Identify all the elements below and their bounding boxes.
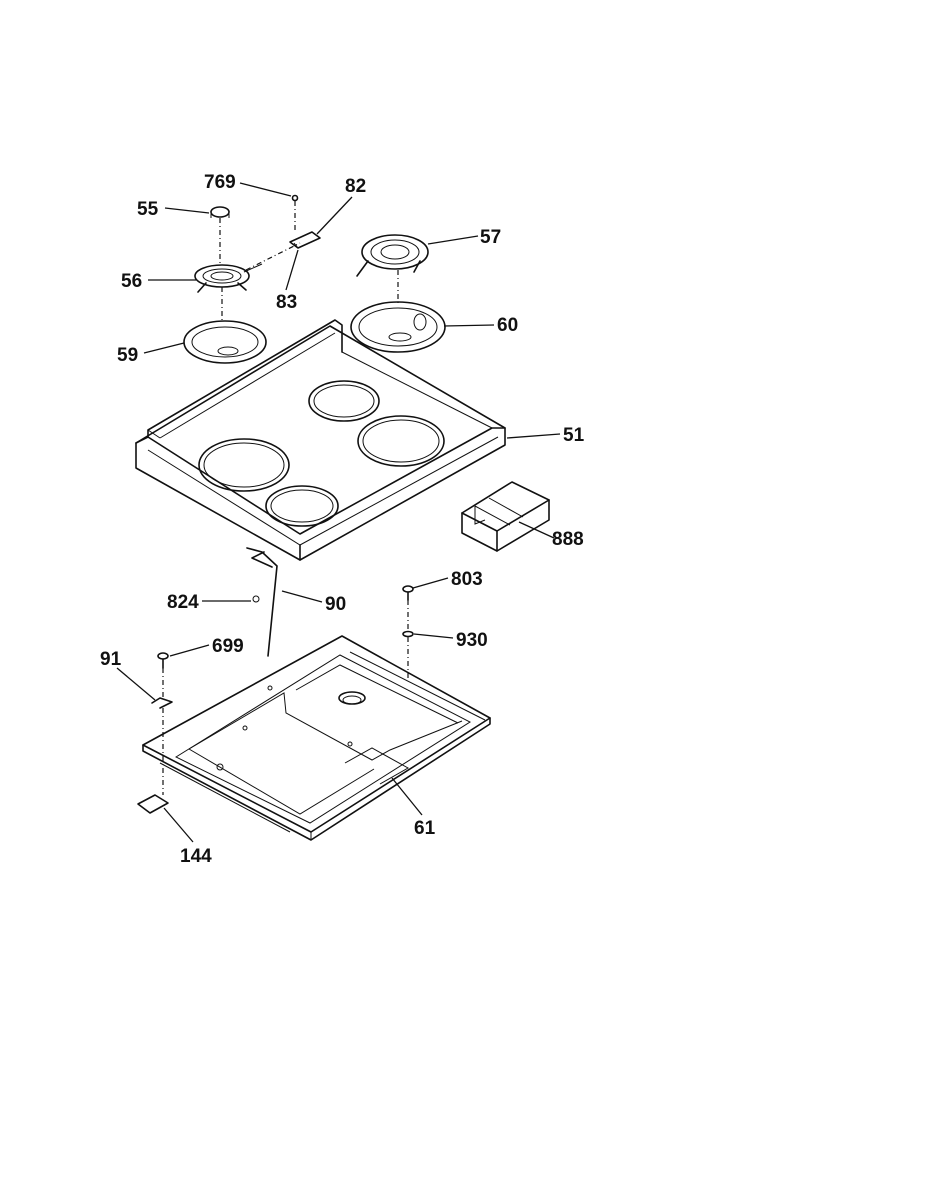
- drip-pan-small: [183, 320, 267, 364]
- washer-930: [402, 630, 414, 638]
- surface-element-small: [194, 263, 263, 293]
- screw: [291, 194, 299, 202]
- terminal-block: [289, 231, 321, 249]
- cooktop-bottom-pan: [142, 635, 491, 841]
- part-label-55: 55: [137, 199, 159, 220]
- part-label-82: 82: [345, 176, 366, 197]
- cooktop-main-top: [135, 319, 506, 561]
- part-label-83: 83: [276, 292, 297, 313]
- part-label-803: 803: [451, 569, 483, 590]
- ground-wire: [246, 547, 278, 657]
- parts-box: [461, 481, 550, 552]
- screw-699: [157, 652, 169, 669]
- bracket-91: [151, 697, 173, 709]
- part-label-57: 57: [480, 227, 501, 248]
- part-label-699: 699: [212, 636, 244, 657]
- surface-element-large: [356, 234, 429, 277]
- screw-803: [402, 585, 414, 601]
- bracket-144: [137, 794, 169, 814]
- part-label-824: 824: [167, 592, 199, 613]
- part-label-144: 144: [180, 846, 212, 867]
- part-label-769: 769: [204, 172, 236, 193]
- part-label-930: 930: [456, 630, 488, 651]
- leader-lines: [116, 182, 561, 843]
- part-label-888: 888: [552, 529, 584, 550]
- part-label-91: 91: [100, 649, 122, 670]
- part-labels: 769 82 55 57 56 83 60 59 51 888 803 824 …: [100, 172, 585, 867]
- drip-pan-large: [350, 301, 446, 353]
- part-label-90: 90: [325, 594, 346, 615]
- part-label-59: 59: [117, 345, 138, 366]
- part-label-61: 61: [414, 818, 436, 839]
- part-label-56: 56: [121, 271, 142, 292]
- assembly-lines: [162, 201, 409, 795]
- part-label-60: 60: [497, 315, 518, 336]
- element-cap: [210, 206, 230, 218]
- part-label-51: 51: [563, 425, 585, 446]
